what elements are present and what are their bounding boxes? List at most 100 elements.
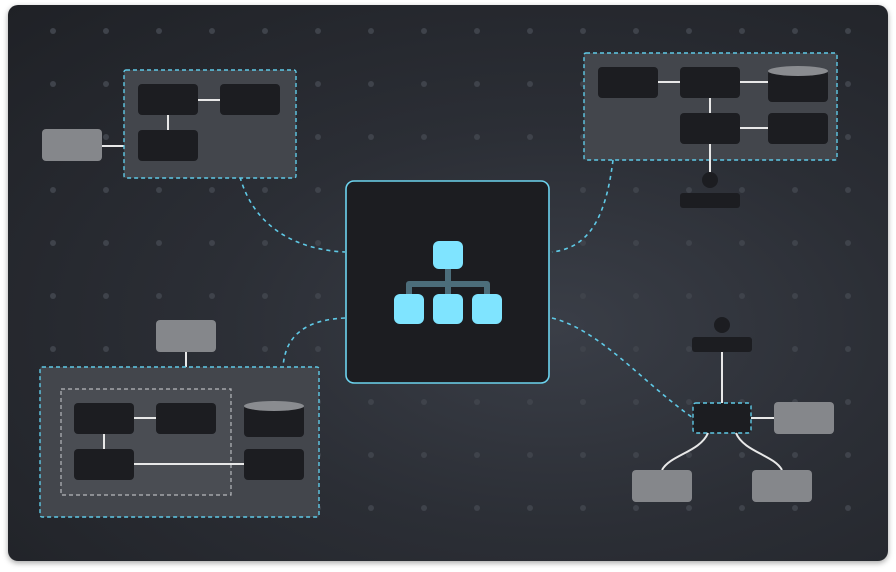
grid-dot — [50, 293, 56, 299]
br-terminal-dot — [714, 317, 730, 333]
grid-dot — [792, 505, 798, 511]
grid-dot — [686, 293, 692, 299]
grid-dot — [792, 346, 798, 352]
org-chart-icon-right — [472, 294, 502, 324]
grid-dot — [686, 452, 692, 458]
connector-bottom-right — [551, 317, 694, 419]
grid-dot — [474, 28, 480, 34]
grid-dot — [209, 240, 215, 246]
grid-dot — [845, 28, 851, 34]
bl-node-c — [74, 449, 134, 480]
grid-dot — [262, 28, 268, 34]
br-node-right-leaf — [752, 470, 812, 502]
grid-dot — [633, 187, 639, 193]
grid-dot — [421, 505, 427, 511]
grid-dot — [739, 505, 745, 511]
grid-dot — [50, 81, 56, 87]
grid-dot — [156, 293, 162, 299]
tl-node-b — [220, 84, 280, 115]
br-node-left-leaf — [632, 470, 692, 502]
tr-database-top — [768, 66, 828, 76]
grid-dot — [845, 293, 851, 299]
tr-node-a — [598, 67, 658, 98]
grid-dot — [368, 505, 374, 511]
grid-dot — [580, 187, 586, 193]
grid-dot — [739, 187, 745, 193]
tr-node-c — [680, 113, 740, 144]
tl-external-node — [42, 129, 102, 161]
grid-dot — [50, 28, 56, 34]
grid-dot — [315, 187, 321, 193]
org-chart-icon-left — [394, 294, 424, 324]
tr-node-b — [680, 67, 740, 98]
grid-dot — [315, 240, 321, 246]
grid-dot — [315, 28, 321, 34]
grid-dot — [103, 293, 109, 299]
grid-dot — [633, 293, 639, 299]
grid-dot — [580, 399, 586, 405]
br-link-left-branch — [661, 432, 709, 471]
connector-top-left — [239, 176, 346, 253]
grid-dot — [315, 346, 321, 352]
grid-dot — [845, 240, 851, 246]
grid-dot — [156, 28, 162, 34]
grid-dot — [315, 81, 321, 87]
grid-dot — [474, 452, 480, 458]
grid-dot — [845, 452, 851, 458]
grid-dot — [792, 240, 798, 246]
grid-dot — [792, 293, 798, 299]
grid-dot — [103, 346, 109, 352]
grid-dot — [103, 187, 109, 193]
tr-terminal-bar — [680, 193, 740, 208]
grid-dot — [527, 134, 533, 140]
grid-dot — [845, 346, 851, 352]
grid-dot — [739, 240, 745, 246]
grid-dot — [845, 505, 851, 511]
tl-node-c — [138, 130, 198, 161]
grid-dot — [421, 81, 427, 87]
br-hub-node — [692, 402, 752, 434]
grid-dot — [686, 399, 692, 405]
bl-node-a — [74, 403, 134, 434]
grid-dot — [368, 81, 374, 87]
grid-dot — [209, 293, 215, 299]
grid-dot — [262, 293, 268, 299]
bl-database-body — [244, 405, 304, 437]
grid-dot — [156, 187, 162, 193]
grid-dot — [421, 28, 427, 34]
tr-database-body — [768, 70, 828, 102]
br-node-right — [774, 402, 834, 434]
bl-node-b — [156, 403, 216, 434]
tr-terminal-dot — [702, 172, 718, 188]
grid-dot — [474, 399, 480, 405]
dot-grid — [50, 28, 851, 511]
grid-dot — [368, 452, 374, 458]
grid-dot — [633, 346, 639, 352]
grid-dot — [103, 28, 109, 34]
grid-dot — [633, 240, 639, 246]
grid-dot — [421, 134, 427, 140]
grid-dot — [845, 399, 851, 405]
grid-dot — [792, 28, 798, 34]
grid-dot — [845, 81, 851, 87]
grid-dot — [686, 346, 692, 352]
grid-dot — [527, 452, 533, 458]
grid-dot — [262, 187, 268, 193]
grid-dot — [580, 505, 586, 511]
grid-dot — [156, 240, 162, 246]
grid-dot — [50, 187, 56, 193]
grid-dot — [739, 28, 745, 34]
grid-dot — [368, 399, 374, 405]
grid-dot — [527, 505, 533, 511]
grid-dot — [368, 28, 374, 34]
grid-dot — [262, 240, 268, 246]
grid-dot — [633, 28, 639, 34]
grid-dot — [527, 81, 533, 87]
grid-dot — [633, 399, 639, 405]
bl-node-d — [244, 449, 304, 480]
grid-dot — [209, 187, 215, 193]
grid-dot — [103, 134, 109, 140]
grid-dot — [845, 134, 851, 140]
grid-dot — [580, 452, 586, 458]
